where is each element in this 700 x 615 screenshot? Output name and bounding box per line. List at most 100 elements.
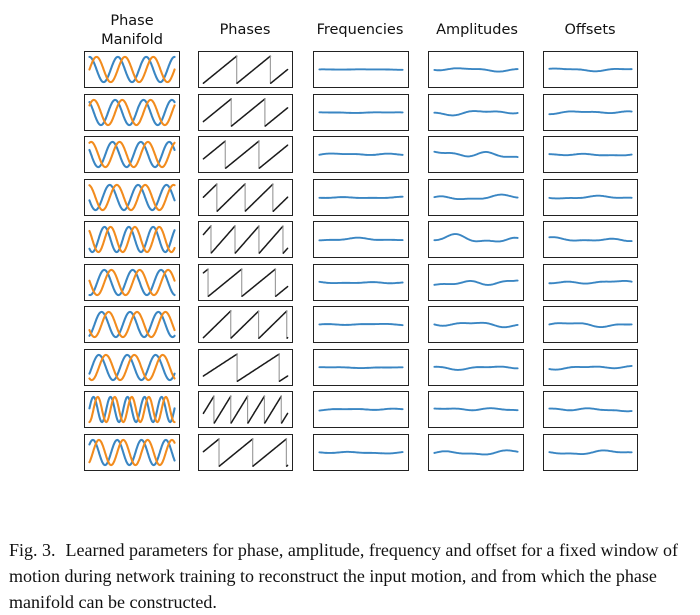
phase-ramp bbox=[231, 311, 258, 338]
cell-freq-row-6 bbox=[313, 264, 409, 301]
cell-phase-row-8 bbox=[198, 349, 293, 386]
plot-off-row-6 bbox=[544, 265, 637, 300]
plot-manifold-row-6 bbox=[85, 265, 179, 300]
plot-freq-row-3 bbox=[314, 137, 408, 172]
plot-phase-row-5 bbox=[199, 222, 292, 257]
cell-off-row-2 bbox=[543, 94, 638, 131]
phase-ramp bbox=[211, 226, 235, 253]
phase-ramp bbox=[203, 98, 231, 121]
off-line bbox=[549, 365, 631, 369]
phase-ramp bbox=[276, 286, 288, 296]
cell-manifold-row-6 bbox=[84, 264, 180, 301]
plot-manifold-row-1 bbox=[85, 52, 179, 87]
cell-amp-row-4 bbox=[428, 179, 524, 216]
off-line bbox=[549, 408, 631, 411]
plot-manifold-row-5 bbox=[85, 222, 179, 257]
plot-phase-row-4 bbox=[199, 180, 292, 215]
phase-ramp bbox=[259, 226, 283, 253]
phase-ramp bbox=[203, 226, 211, 235]
cell-manifold-row-8 bbox=[84, 349, 180, 386]
plot-phase-row-9 bbox=[199, 392, 292, 427]
plot-manifold-row-8 bbox=[85, 350, 179, 385]
off-line bbox=[549, 280, 631, 283]
cell-freq-row-9 bbox=[313, 391, 409, 428]
cell-phase-row-7 bbox=[198, 306, 293, 343]
plot-freq-row-2 bbox=[314, 95, 408, 130]
cell-manifold-row-2 bbox=[84, 94, 180, 131]
cell-phase-row-2 bbox=[198, 94, 293, 131]
phase-ramp bbox=[217, 183, 245, 210]
cell-freq-row-4 bbox=[313, 179, 409, 216]
phase-ramp bbox=[231, 396, 247, 423]
phase-ramp bbox=[219, 438, 252, 465]
cell-manifold-row-10 bbox=[84, 434, 180, 471]
manifold-sin-line bbox=[89, 57, 174, 82]
phase-ramp bbox=[226, 141, 259, 168]
plot-off-row-9 bbox=[544, 392, 637, 427]
cell-freq-row-10 bbox=[313, 434, 409, 471]
phase-ramp bbox=[235, 226, 259, 253]
phase-ramp bbox=[237, 354, 279, 381]
plot-amp-row-3 bbox=[429, 137, 523, 172]
plot-phase-row-2 bbox=[199, 95, 292, 130]
amp-line bbox=[434, 152, 517, 157]
plot-phase-row-1 bbox=[199, 52, 292, 87]
cell-freq-row-3 bbox=[313, 136, 409, 173]
phase-ramp bbox=[282, 413, 288, 423]
plot-amp-row-7 bbox=[429, 307, 523, 342]
plot-freq-row-7 bbox=[314, 307, 408, 342]
freq-line bbox=[319, 154, 402, 155]
cell-manifold-row-1 bbox=[84, 51, 180, 88]
cell-off-row-6 bbox=[543, 264, 638, 301]
plot-manifold-row-7 bbox=[85, 307, 179, 342]
amp-line bbox=[434, 68, 517, 71]
phase-ramp bbox=[237, 56, 270, 83]
cell-amp-row-7 bbox=[428, 306, 524, 343]
phase-ramp bbox=[242, 269, 275, 296]
plot-amp-row-8 bbox=[429, 350, 523, 385]
off-line bbox=[549, 111, 631, 114]
amp-line bbox=[434, 194, 517, 199]
cell-off-row-4 bbox=[543, 179, 638, 216]
cell-amp-row-5 bbox=[428, 221, 524, 258]
plot-off-row-2 bbox=[544, 95, 637, 130]
figure: Phase Manifold Phases Frequencies Amplit… bbox=[0, 0, 700, 470]
phase-ramp bbox=[246, 184, 273, 211]
plot-freq-row-9 bbox=[314, 392, 408, 427]
phase-ramp bbox=[248, 396, 264, 423]
phase-ramp bbox=[203, 438, 219, 451]
plot-amp-row-1 bbox=[429, 52, 523, 87]
plot-manifold-row-2 bbox=[85, 95, 179, 130]
cell-manifold-row-5 bbox=[84, 221, 180, 258]
phase-ramp bbox=[203, 56, 236, 83]
plot-freq-row-1 bbox=[314, 52, 408, 87]
cell-phase-row-5 bbox=[198, 221, 293, 258]
phase-ramp bbox=[232, 98, 265, 125]
manifold-sin-line bbox=[89, 312, 174, 337]
cell-amp-row-1 bbox=[428, 51, 524, 88]
header-phase-manifold: Phase Manifold bbox=[82, 12, 182, 50]
cell-manifold-row-7 bbox=[84, 306, 180, 343]
amp-line bbox=[434, 408, 517, 410]
phase-ramp bbox=[203, 184, 216, 197]
cell-amp-row-8 bbox=[428, 349, 524, 386]
caption-label: Fig. 3. bbox=[9, 540, 56, 560]
phase-ramp bbox=[259, 311, 287, 338]
cell-amp-row-10 bbox=[428, 434, 524, 471]
cell-phase-row-4 bbox=[198, 179, 293, 216]
phase-ramp bbox=[283, 248, 287, 253]
cell-manifold-row-4 bbox=[84, 179, 180, 216]
cell-freq-row-7 bbox=[313, 306, 409, 343]
amp-line bbox=[434, 111, 517, 115]
phase-ramp bbox=[273, 197, 287, 211]
off-line bbox=[549, 69, 631, 72]
cell-off-row-1 bbox=[543, 51, 638, 88]
cell-amp-row-3 bbox=[428, 136, 524, 173]
phase-ramp bbox=[265, 396, 281, 423]
phase-ramp bbox=[203, 354, 237, 376]
plot-off-row-4 bbox=[544, 180, 637, 215]
plot-freq-row-5 bbox=[314, 222, 408, 257]
cell-freq-row-5 bbox=[313, 221, 409, 258]
plot-amp-row-9 bbox=[429, 392, 523, 427]
plot-manifold-row-10 bbox=[85, 435, 179, 470]
